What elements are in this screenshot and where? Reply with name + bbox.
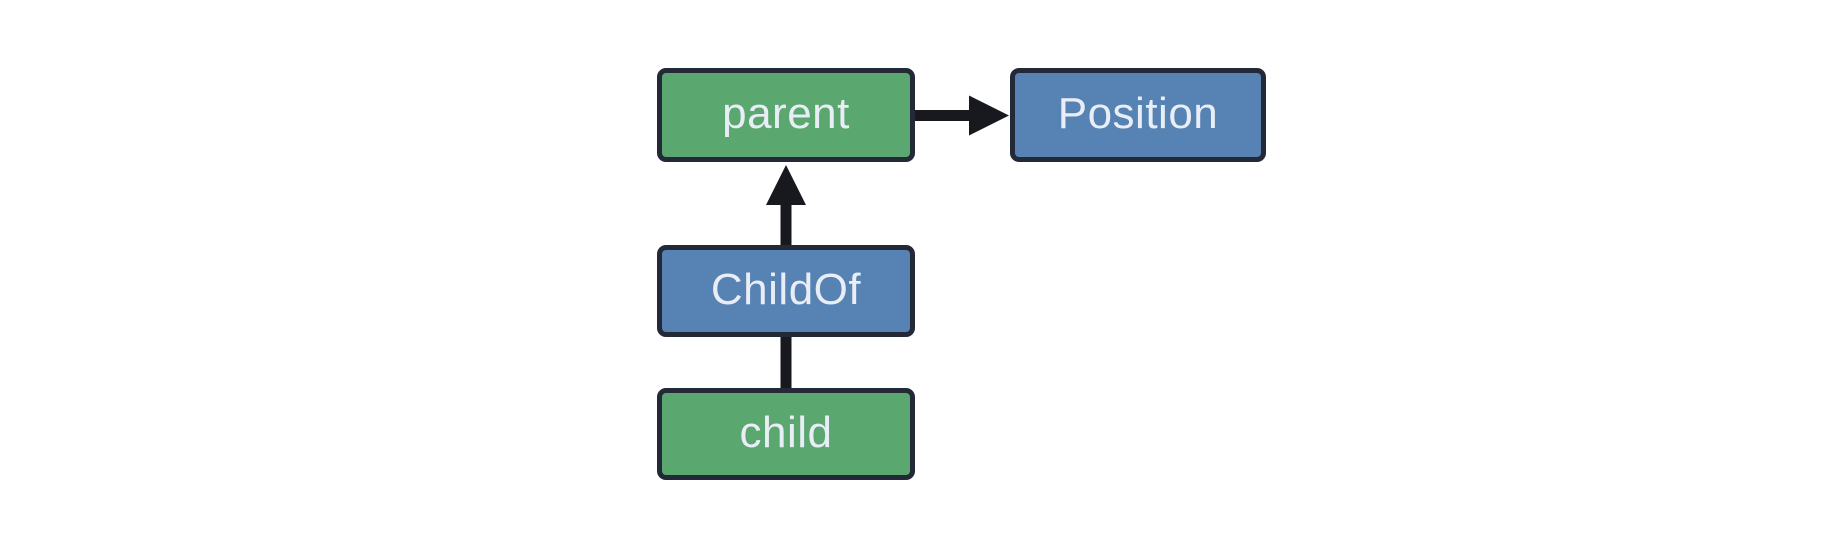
node-position-label: Position xyxy=(1057,89,1219,138)
node-parent-label: parent xyxy=(722,89,850,138)
node-position: Position xyxy=(1010,68,1266,162)
node-parent: parent xyxy=(657,68,915,162)
node-childof: ChildOf xyxy=(657,245,915,337)
node-child-label: child xyxy=(739,408,833,457)
arrow-head-up-icon xyxy=(766,165,806,205)
arrow-childof-to-parent xyxy=(766,165,806,247)
edge-child-to-childof xyxy=(780,335,792,390)
arrow-head-right-icon xyxy=(969,95,1009,136)
arrow-shaft xyxy=(780,203,792,247)
edge-line xyxy=(780,335,792,390)
arrow-shaft xyxy=(913,110,971,121)
node-child: child xyxy=(657,388,915,480)
node-childof-label: ChildOf xyxy=(710,265,862,314)
arrow-parent-to-position xyxy=(913,95,1009,136)
